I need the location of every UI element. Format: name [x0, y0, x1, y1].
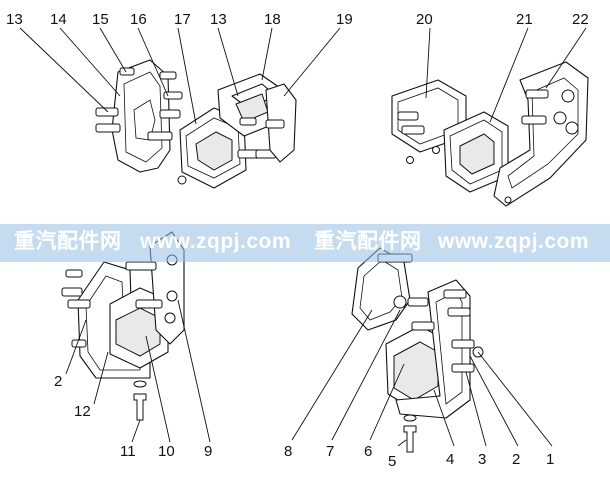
callout-8: 8 [284, 443, 292, 460]
callout-5: 5 [388, 453, 396, 470]
leaders-top-left [19, 27, 341, 125]
leaders-bottom-left [65, 299, 211, 443]
callout-4: 4 [446, 451, 454, 468]
callout-6: 6 [364, 443, 372, 460]
callout-20: 20 [416, 11, 433, 28]
callout-17: 17 [174, 11, 191, 28]
bolt-group-bottom-left [61, 261, 163, 348]
callout-11: 11 [120, 443, 136, 460]
callout-22: 22 [572, 11, 589, 28]
bolt-11 [133, 393, 147, 421]
callouts-bottom-left: 2 12 11 10 9 [54, 373, 212, 460]
callout-13b: 13 [210, 11, 227, 28]
bolt-group-14 [95, 67, 183, 141]
watermark-url-1: www.zqpj.com [140, 230, 292, 253]
callout-16: 16 [130, 11, 147, 28]
callouts-top-right: 20 21 22 [416, 11, 589, 28]
callout-15: 15 [92, 11, 109, 28]
callout-12: 12 [74, 403, 91, 420]
watermark-band [0, 224, 610, 262]
watermark-url-2: www.zqpj.com [438, 230, 590, 253]
assembly-top-right [391, 61, 589, 207]
callout-18: 18 [264, 11, 281, 28]
callout-7: 7 [326, 443, 334, 460]
watermark-text-cn-1: 重汽配件网 [14, 230, 122, 253]
bracket-plate-15 [111, 59, 171, 173]
callout-10: 10 [158, 443, 175, 460]
callout-19: 19 [336, 11, 353, 28]
watermark-text-cn-2: 重汽配件网 [314, 230, 422, 253]
assembly-top-left [95, 59, 297, 189]
callout-9: 9 [204, 443, 212, 460]
callout-1: 1 [546, 451, 554, 468]
bolt-5 [403, 425, 417, 453]
assembly-bottom-right [351, 247, 484, 453]
callouts-top-left: 13 14 15 16 17 13 18 19 [6, 11, 353, 28]
leaders-bottom-right [291, 309, 553, 447]
callout-3: 3 [478, 451, 486, 468]
callout-2a: 2 [54, 373, 62, 390]
leaders-top-right [425, 27, 587, 123]
callout-14: 14 [50, 11, 67, 28]
callouts-bottom-right: 8 7 6 5 4 3 2 1 [284, 443, 554, 470]
callout-13a: 13 [6, 11, 23, 28]
callout-21: 21 [516, 11, 533, 28]
callout-2b: 2 [512, 451, 520, 468]
